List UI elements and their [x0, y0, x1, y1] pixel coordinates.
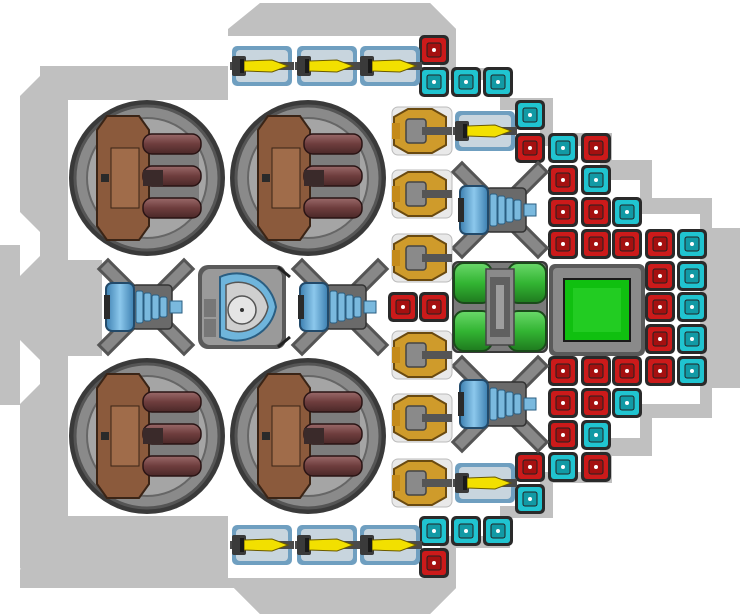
red-armor-block-icon[interactable]	[581, 388, 611, 418]
cyan-armor-block-icon[interactable]	[677, 261, 707, 291]
cyan-armor-block-icon[interactable]	[612, 197, 642, 227]
yellow-missile-launcher-icon[interactable]	[295, 46, 359, 86]
cylinder-drum-turret-icon[interactable]	[69, 100, 225, 256]
red-armor-block-icon[interactable]	[645, 261, 675, 291]
cyan-armor-block-icon[interactable]	[515, 484, 545, 514]
red-armor-block-icon[interactable]	[612, 356, 642, 386]
blue-thruster-engine-icon[interactable]	[450, 160, 550, 260]
red-armor-block-icon[interactable]	[645, 292, 675, 322]
blue-thruster-engine-icon[interactable]	[96, 257, 196, 357]
cyan-armor-block-icon[interactable]	[548, 452, 578, 482]
red-armor-block-icon[interactable]	[548, 165, 578, 195]
red-armor-block-icon[interactable]	[419, 35, 449, 65]
red-armor-block-icon[interactable]	[581, 133, 611, 163]
gold-cannon-icon[interactable]	[391, 458, 453, 508]
red-armor-block-icon[interactable]	[548, 420, 578, 450]
cyan-armor-block-icon[interactable]	[451, 516, 481, 546]
yellow-missile-launcher-icon[interactable]	[358, 525, 422, 565]
shield-dome-module-icon[interactable]	[198, 265, 291, 349]
armor-layer	[388, 35, 707, 578]
gold-cannon-icon[interactable]	[391, 233, 453, 283]
cylinder-drum-turret-icon[interactable]	[230, 358, 386, 514]
cyan-armor-block-icon[interactable]	[581, 165, 611, 195]
green-core-block-icon[interactable]	[549, 264, 645, 356]
blue-thruster-engine-icon[interactable]	[450, 354, 550, 454]
red-armor-block-icon[interactable]	[645, 356, 675, 386]
red-armor-block-icon[interactable]	[581, 197, 611, 227]
red-armor-block-icon[interactable]	[419, 548, 449, 578]
yellow-missile-launcher-icon[interactable]	[453, 463, 517, 503]
red-armor-block-icon[interactable]	[581, 356, 611, 386]
yellow-missile-launcher-icon[interactable]	[358, 46, 422, 86]
yellow-missile-launcher-icon[interactable]	[230, 525, 294, 565]
red-armor-block-icon[interactable]	[515, 133, 545, 163]
missile-layer	[230, 46, 517, 565]
cyan-armor-block-icon[interactable]	[677, 324, 707, 354]
cyan-armor-block-icon[interactable]	[419, 67, 449, 97]
cylinder-drum-turret-icon[interactable]	[230, 100, 386, 256]
gold-cannon-icon[interactable]	[391, 330, 453, 380]
red-armor-block-icon[interactable]	[548, 388, 578, 418]
red-armor-block-icon[interactable]	[645, 324, 675, 354]
cyan-armor-block-icon[interactable]	[483, 516, 513, 546]
cyan-armor-block-icon[interactable]	[515, 100, 545, 130]
yellow-missile-launcher-icon[interactable]	[295, 525, 359, 565]
red-armor-block-icon[interactable]	[612, 229, 642, 259]
red-armor-block-icon[interactable]	[548, 197, 578, 227]
yellow-missile-launcher-icon[interactable]	[453, 111, 517, 151]
cyan-armor-block-icon[interactable]	[612, 388, 642, 418]
green-reactor-icon[interactable]	[452, 261, 548, 353]
red-armor-block-icon[interactable]	[388, 292, 418, 322]
red-armor-block-icon[interactable]	[419, 292, 449, 322]
gold-cannon-icon[interactable]	[391, 169, 453, 219]
cyan-armor-block-icon[interactable]	[548, 133, 578, 163]
engine-layer	[96, 160, 550, 454]
red-armor-block-icon[interactable]	[581, 229, 611, 259]
yellow-missile-launcher-icon[interactable]	[230, 46, 294, 86]
red-armor-block-icon[interactable]	[645, 229, 675, 259]
cannon-layer	[391, 106, 453, 508]
cyan-armor-block-icon[interactable]	[419, 516, 449, 546]
red-armor-block-icon[interactable]	[515, 452, 545, 482]
red-armor-block-icon[interactable]	[581, 452, 611, 482]
cyan-armor-block-icon[interactable]	[677, 292, 707, 322]
cylinder-drum-turret-icon[interactable]	[69, 358, 225, 514]
red-armor-block-icon[interactable]	[548, 356, 578, 386]
red-armor-block-icon[interactable]	[548, 229, 578, 259]
cyan-armor-block-icon[interactable]	[451, 67, 481, 97]
cyan-armor-block-icon[interactable]	[677, 229, 707, 259]
cyan-armor-block-icon[interactable]	[483, 67, 513, 97]
gold-cannon-icon[interactable]	[391, 106, 453, 156]
drum-turret-layer	[69, 100, 386, 514]
blue-thruster-engine-icon[interactable]	[290, 257, 390, 357]
cyan-armor-block-icon[interactable]	[581, 420, 611, 450]
cyan-armor-block-icon[interactable]	[677, 356, 707, 386]
gold-cannon-icon[interactable]	[391, 393, 453, 443]
